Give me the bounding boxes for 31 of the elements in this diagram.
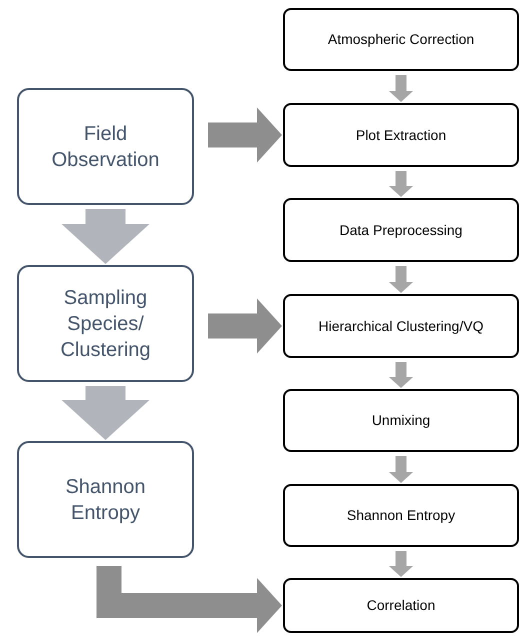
process-box	[283, 484, 519, 547]
process-box	[283, 198, 519, 262]
process-box	[283, 103, 519, 167]
block-arrow	[208, 298, 282, 354]
stage-box	[17, 88, 194, 205]
process-box	[283, 389, 519, 452]
process-box	[283, 294, 519, 358]
block-arrow	[388, 456, 414, 483]
box-label: Shannon Entropy	[346, 506, 456, 525]
block-arrow	[388, 362, 414, 388]
block-arrow	[388, 171, 414, 197]
box-label: Field Observation	[50, 122, 160, 172]
block-arrow	[208, 108, 282, 162]
block-arrow	[388, 551, 414, 577]
box-label: Correlation	[366, 596, 436, 615]
block-arrow	[388, 75, 414, 102]
box-label: Sampling Species/ Clustering	[59, 286, 152, 362]
box-label: Data Preprocessing	[340, 220, 462, 240]
block-arrow	[388, 266, 414, 293]
box-label: Plot Extraction	[356, 126, 446, 144]
process-box	[283, 578, 519, 633]
box-label: Unmixing	[372, 411, 430, 430]
box-label: Hierarchical Clustering/VQ	[318, 316, 484, 336]
box-label: Atmospheric Correction	[328, 30, 474, 49]
block-arrow	[96, 566, 282, 633]
process-box	[283, 8, 519, 71]
block-arrow	[62, 209, 150, 264]
stage-box	[17, 265, 194, 382]
block-arrow	[62, 386, 150, 440]
stage-box	[17, 441, 194, 558]
box-label: Shannon Entropy	[64, 474, 147, 526]
